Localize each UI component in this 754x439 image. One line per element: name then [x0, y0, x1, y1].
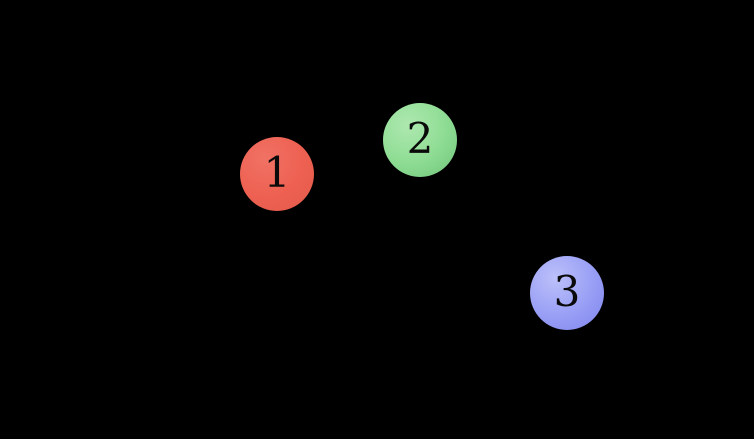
node-label-2: 2	[406, 114, 434, 163]
node-label-1: 1	[263, 148, 291, 197]
node-circle-2[interactable]: 2	[383, 103, 457, 177]
node-label-3: 3	[553, 267, 581, 316]
node-circle-3[interactable]: 3	[530, 256, 604, 330]
node-circle-1[interactable]: 1	[240, 137, 314, 211]
